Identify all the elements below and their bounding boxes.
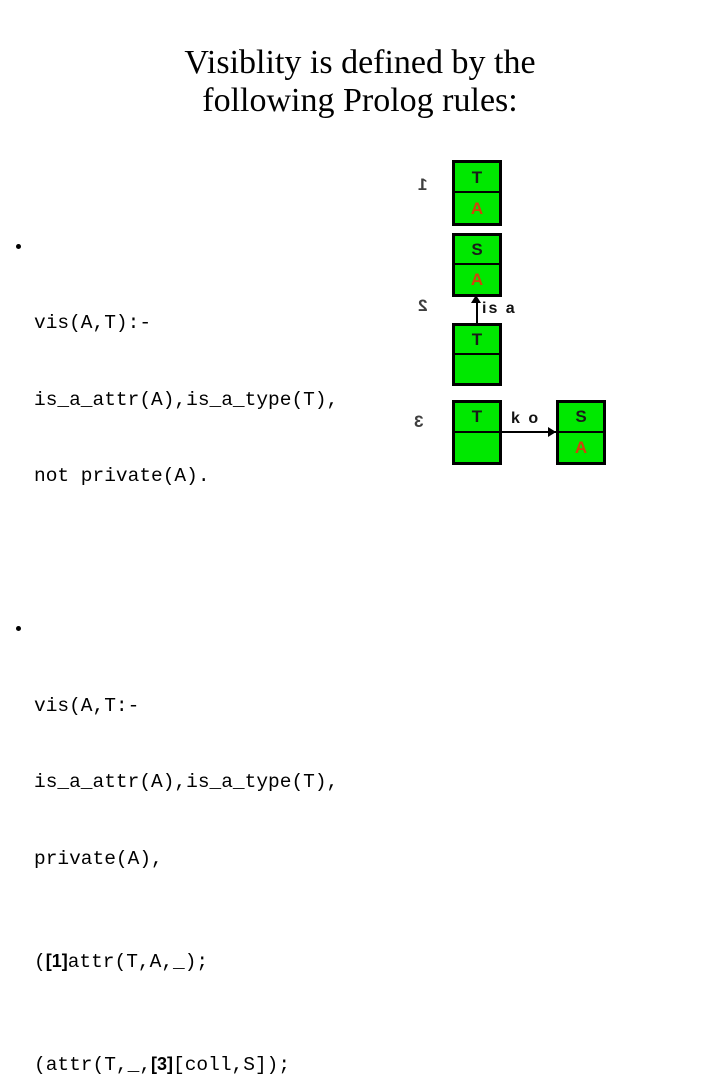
prolog-rules-list: vis(A,T):- is_a_attr(A),is_a_type(T), no… — [12, 158, 432, 1080]
rule-line: (attr(T,_,[3][coll,S]); — [34, 1052, 432, 1079]
arrowhead-up-icon — [471, 295, 481, 303]
node-type-label: T — [455, 403, 499, 433]
diagram-node-supertype-attribute-2[interactable]: S A — [556, 400, 606, 465]
arrowhead-right-icon — [548, 427, 556, 437]
list-item: vis(A,T):- is_a_attr(A),is_a_type(T), no… — [12, 235, 432, 541]
page-title: Visiblity is defined by the following Pr… — [60, 44, 660, 120]
rule-line: private(A), — [34, 847, 163, 870]
bullet-icon — [16, 243, 21, 249]
rule-text: attr(T,A,_); — [67, 950, 209, 973]
rule-line: not private(A). — [34, 465, 210, 487]
diagram-node-type-attribute-1[interactable]: T A — [452, 160, 502, 226]
node-type-label: S — [455, 236, 499, 265]
node-type-label: T — [455, 326, 499, 355]
node-attribute-label — [455, 355, 499, 384]
node-attribute-label: A — [574, 437, 588, 457]
node-type-label: S — [559, 403, 603, 433]
node-attribute-label — [455, 433, 499, 463]
rule-text: (attr(T,_, — [34, 1053, 152, 1076]
diagram-marker-1: 1 — [418, 175, 428, 194]
bullet-icon — [16, 626, 21, 631]
diagram-marker-2: 2 — [418, 296, 428, 315]
page-title-line-1: Visiblity is defined by the — [184, 44, 536, 81]
rule-reference-marker: [3] — [151, 1053, 174, 1074]
rule-text: ( — [34, 950, 46, 973]
diagram-node-type-3[interactable]: T — [452, 400, 502, 465]
edge-kind-of-line — [502, 431, 556, 433]
edge-is-a-label: is a — [482, 300, 517, 317]
edge-kind-of-label: k o — [511, 410, 541, 427]
node-attribute-label: A — [470, 198, 484, 218]
list-item: vis(A,T:- is_a_attr(A),is_a_type(T), pri… — [12, 617, 432, 1080]
diagram-node-supertype-attribute[interactable]: S A — [452, 233, 502, 297]
rule-text: [coll,S]); — [173, 1053, 291, 1076]
rule-reference-marker: [1] — [45, 950, 68, 971]
class-diagram: T A S A T T S A is a k o — [452, 160, 606, 465]
edge-is-a-line — [476, 299, 478, 323]
rule-line: ([1]attr(T,A,_); — [34, 949, 432, 976]
node-type-label: T — [455, 163, 499, 193]
page-title-line-2: following Prolog rules: — [202, 82, 518, 120]
diagram-marker-3: 3 — [414, 412, 424, 431]
rule-line: is_a_attr(A),is_a_type(T), — [34, 771, 339, 793]
diagram-node-type-2[interactable]: T — [452, 323, 502, 386]
rule-line: vis(A,T):- — [34, 312, 152, 334]
rule-line: vis(A,T:- — [34, 694, 140, 717]
node-attribute-label: A — [470, 270, 484, 289]
rule-line: is_a_attr(A),is_a_type(T), — [34, 388, 339, 411]
